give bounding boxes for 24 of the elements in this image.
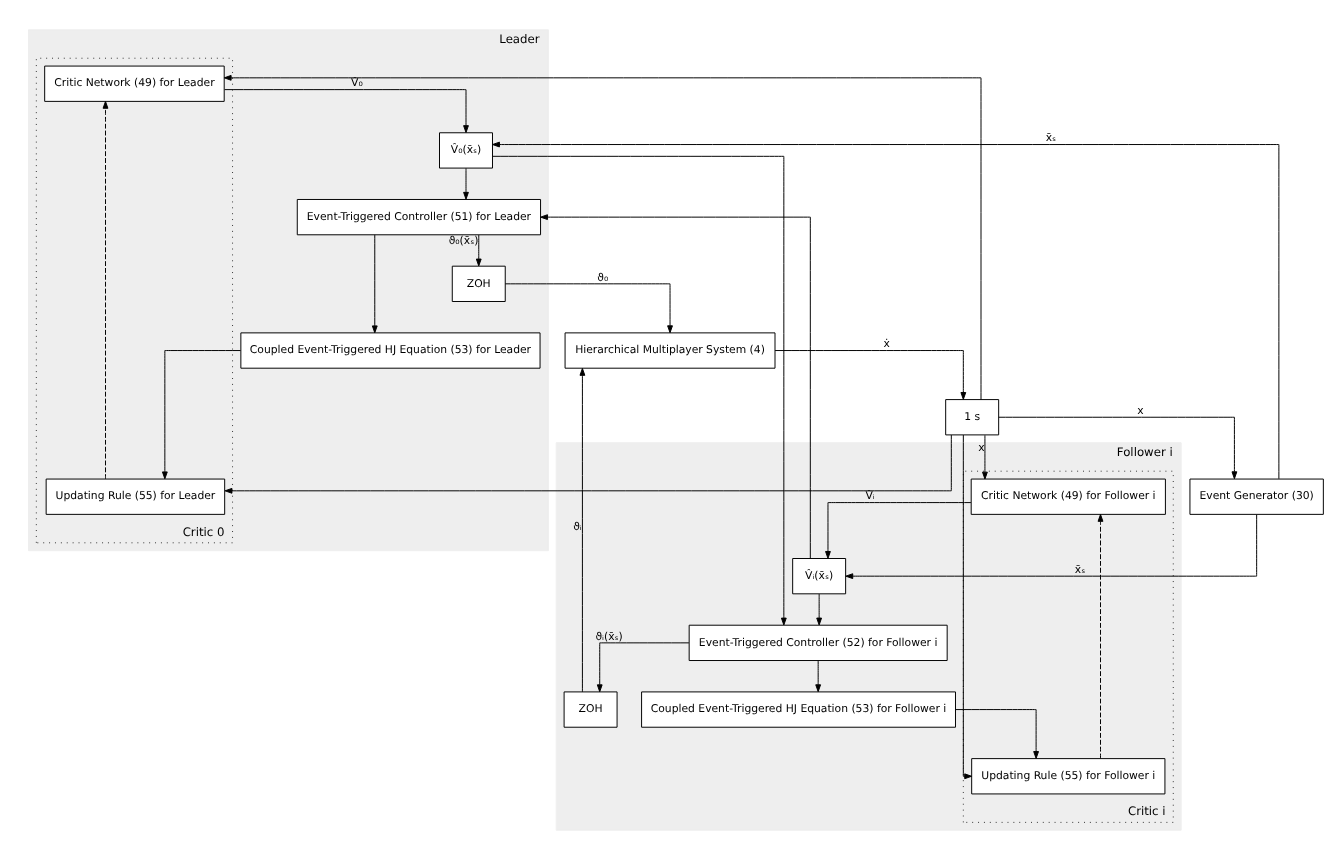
arrow bbox=[955, 709, 1039, 759]
arrow bbox=[998, 416, 1238, 480]
arrow bbox=[463, 167, 469, 200]
arrow bbox=[475, 234, 482, 267]
arrow bbox=[224, 89, 469, 133]
arrow bbox=[223, 74, 982, 400]
arrow bbox=[161, 350, 242, 480]
arrow bbox=[816, 593, 823, 626]
arrow bbox=[224, 434, 952, 494]
arrow bbox=[845, 514, 1258, 580]
arrow bbox=[825, 502, 972, 559]
arrow bbox=[102, 100, 109, 480]
arrow bbox=[492, 141, 1280, 480]
arrow bbox=[504, 283, 673, 334]
arrow bbox=[579, 367, 586, 693]
arrow bbox=[815, 660, 822, 693]
arrow bbox=[774, 350, 967, 400]
arrow bbox=[596, 642, 690, 693]
arrow bbox=[962, 434, 973, 780]
arrow bbox=[540, 214, 811, 559]
arrow bbox=[371, 234, 378, 334]
arrow bbox=[492, 155, 787, 626]
arrow bbox=[982, 434, 988, 480]
arrow bbox=[1097, 514, 1104, 759]
